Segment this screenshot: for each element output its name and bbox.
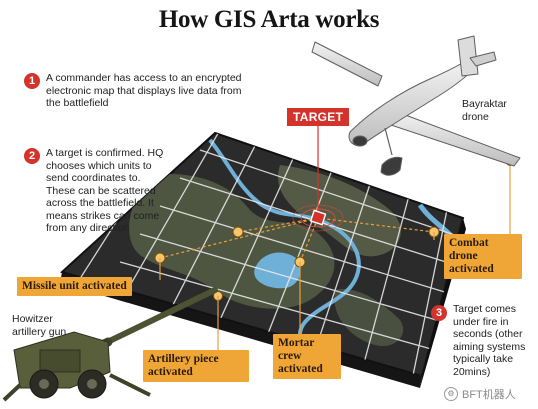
step-3-text: Target comes under fire in seconds (othe… (453, 303, 526, 378)
strike-paths (159, 217, 435, 263)
combat-drone-callout: Combat drone activated (444, 234, 522, 279)
map-land (278, 165, 401, 257)
step-3-badge: 3 (431, 305, 447, 321)
drone-sensor (352, 135, 368, 147)
drone-tail (457, 35, 479, 77)
drone-missile (380, 156, 403, 176)
map-grid (62, 133, 463, 376)
map-river (208, 138, 361, 364)
diagram-title: How GIS Arta works (158, 6, 380, 33)
step-1-badge: 1 (24, 73, 40, 89)
mortar-crew-callout: Mortar crew activated (273, 334, 341, 379)
step-2-badge: 2 (24, 148, 40, 164)
drone-illustration (311, 35, 521, 176)
step-2-text: A target is confirmed. HQ chooses which … (46, 147, 164, 234)
map-land (334, 289, 404, 346)
watermark-text: BFT机器人 (462, 389, 516, 401)
target-label: TARGET (287, 108, 350, 126)
watermark: ⚙ BFT机器人 (444, 386, 516, 402)
step-1-text: A commander has access to an encrypted e… (46, 72, 242, 109)
target-marker (292, 126, 344, 232)
watermark-icon: ⚙ (444, 387, 458, 401)
drone-tail-fin (469, 51, 497, 67)
howitzer-illustration (2, 287, 218, 402)
artillery-piece-callout: Artillery piece activated (143, 350, 249, 382)
drone-left-wing (311, 41, 383, 87)
drone-label: Bayraktar drone (462, 98, 507, 123)
artillery-marker (232, 226, 244, 238)
missile-unit-callout: Missile unit activated (17, 277, 132, 296)
howitzer-label: Howitzer artillery gun (12, 313, 67, 338)
